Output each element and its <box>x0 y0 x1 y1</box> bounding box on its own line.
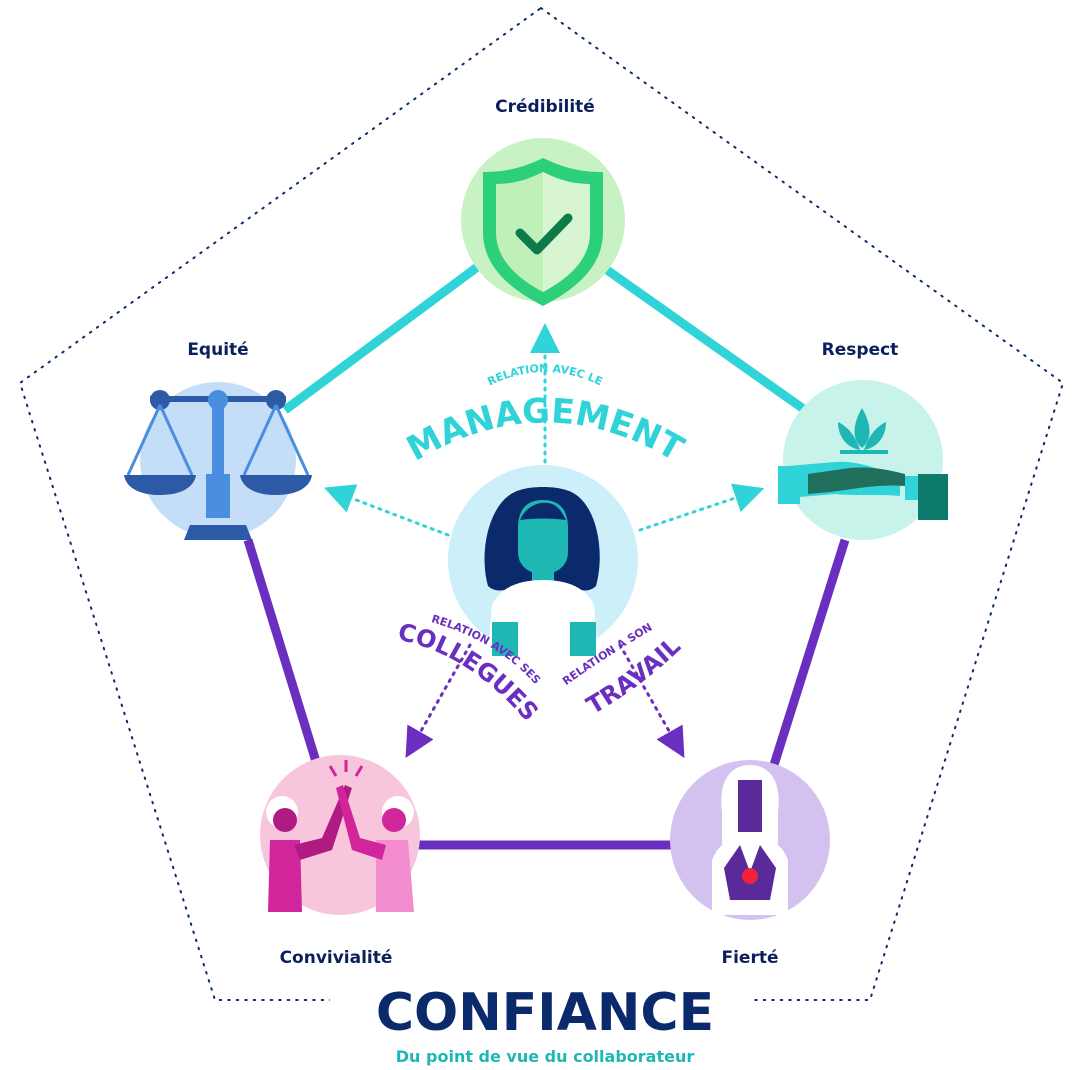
arrow-to-respect <box>638 483 765 532</box>
node-respect: Respect <box>778 340 948 540</box>
edge-equite-convivialite <box>243 538 323 770</box>
diagram-title: CONFIANCE <box>376 983 714 1043</box>
arrow-to-fierte <box>618 643 685 759</box>
scales-icon <box>124 390 312 540</box>
node-credibilite: Crédibilité <box>461 97 625 306</box>
node-fierte: Fierté <box>670 760 830 968</box>
shield-check-icon <box>483 158 603 306</box>
title-backdrop <box>330 975 754 1060</box>
label-convivialite: Convivialité <box>280 948 393 968</box>
hands-lotus-icon <box>778 408 948 520</box>
high-five-icon <box>266 760 414 912</box>
arrow-to-equite <box>323 484 450 537</box>
medal-person-icon <box>712 765 788 915</box>
edge-credibilite-equite <box>282 261 483 414</box>
edge-respect-fierte <box>768 538 850 770</box>
label-fierte: Fierté <box>721 948 778 968</box>
edge-credibilite-respect <box>597 261 808 414</box>
svg-text:MANAGEMENT: MANAGEMENT <box>400 391 691 470</box>
label-respect: Respect <box>822 340 899 360</box>
employee-person-icon <box>484 487 600 656</box>
arrow-to-convivialite <box>405 643 472 759</box>
node-equite: Equité <box>124 340 312 540</box>
relation-management-big: MANAGEMENT <box>400 391 691 470</box>
node-center-employee <box>448 465 638 656</box>
svg-text:TRAVAIL: TRAVAIL <box>582 632 686 720</box>
relation-travail-big: TRAVAIL <box>582 632 686 720</box>
node-convivialite: Convivialité <box>260 755 420 968</box>
label-credibilite: Crédibilité <box>495 97 595 117</box>
diagram-subtitle: Du point de vue du collaborateur <box>396 1047 695 1066</box>
label-equite: Equité <box>187 340 248 360</box>
